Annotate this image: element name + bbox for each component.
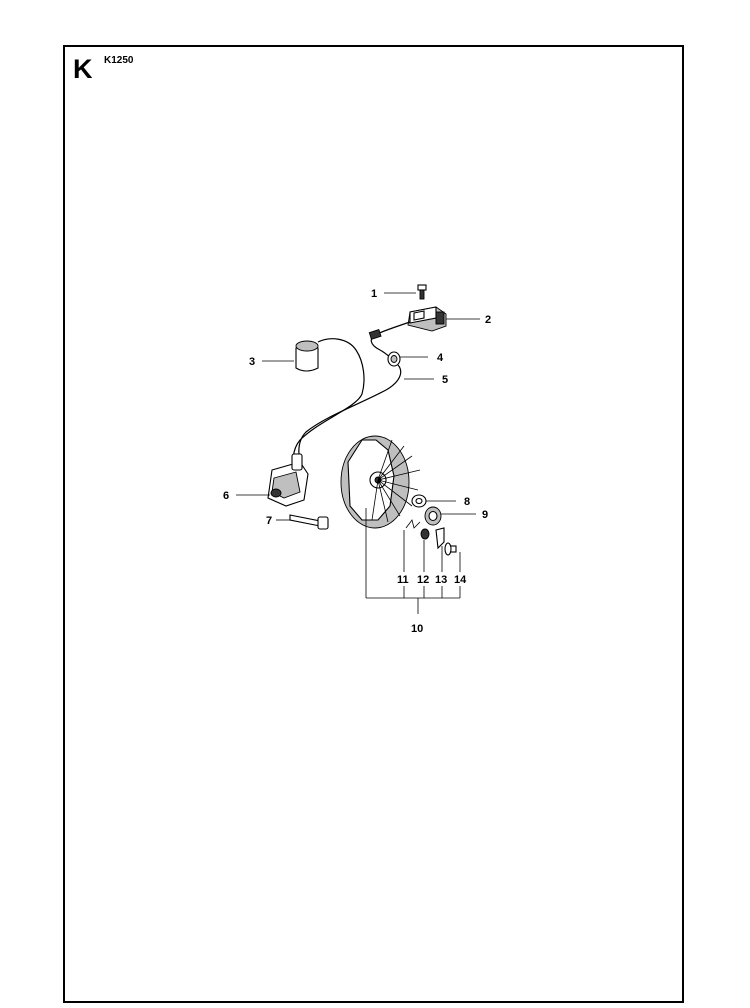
callout-10: 10 [411, 623, 423, 635]
part-7-bolt [289, 514, 329, 530]
part-14-screw [444, 542, 457, 556]
callout-14: 14 [454, 574, 467, 586]
callout-3: 3 [249, 356, 255, 368]
page-frame [63, 45, 684, 1003]
part-2-stop-switch [407, 306, 447, 332]
leader-lines [236, 292, 480, 614]
part-1-screw [417, 284, 427, 300]
callout-11: 11 [397, 574, 409, 586]
callout-12: 12 [417, 574, 429, 586]
part-10-flywheel [340, 435, 421, 529]
part-9-nut [424, 506, 442, 526]
callout-6: 6 [223, 490, 229, 502]
switch-wire [370, 321, 411, 359]
callout-9: 9 [482, 509, 488, 521]
callout-5: 5 [442, 374, 448, 386]
callout-13: 13 [435, 574, 447, 586]
part-4-grommet [387, 351, 401, 367]
model-label: K1250 [104, 55, 134, 66]
section-letter: K [73, 54, 93, 84]
part-11-spring [405, 519, 421, 529]
callout-7: 7 [266, 515, 272, 527]
wire-connector [368, 329, 382, 340]
part-12-washer [420, 528, 430, 540]
callout-1: 1 [371, 288, 377, 300]
part-6-ignition-module [267, 453, 309, 507]
callout-4: 4 [437, 352, 444, 364]
part-3-plug-cap [292, 338, 365, 471]
part-8-washer [411, 494, 427, 508]
callout-8: 8 [464, 496, 470, 508]
part-5-cable [298, 364, 402, 463]
callout-2: 2 [485, 314, 491, 326]
part-13-pawl [435, 527, 445, 550]
